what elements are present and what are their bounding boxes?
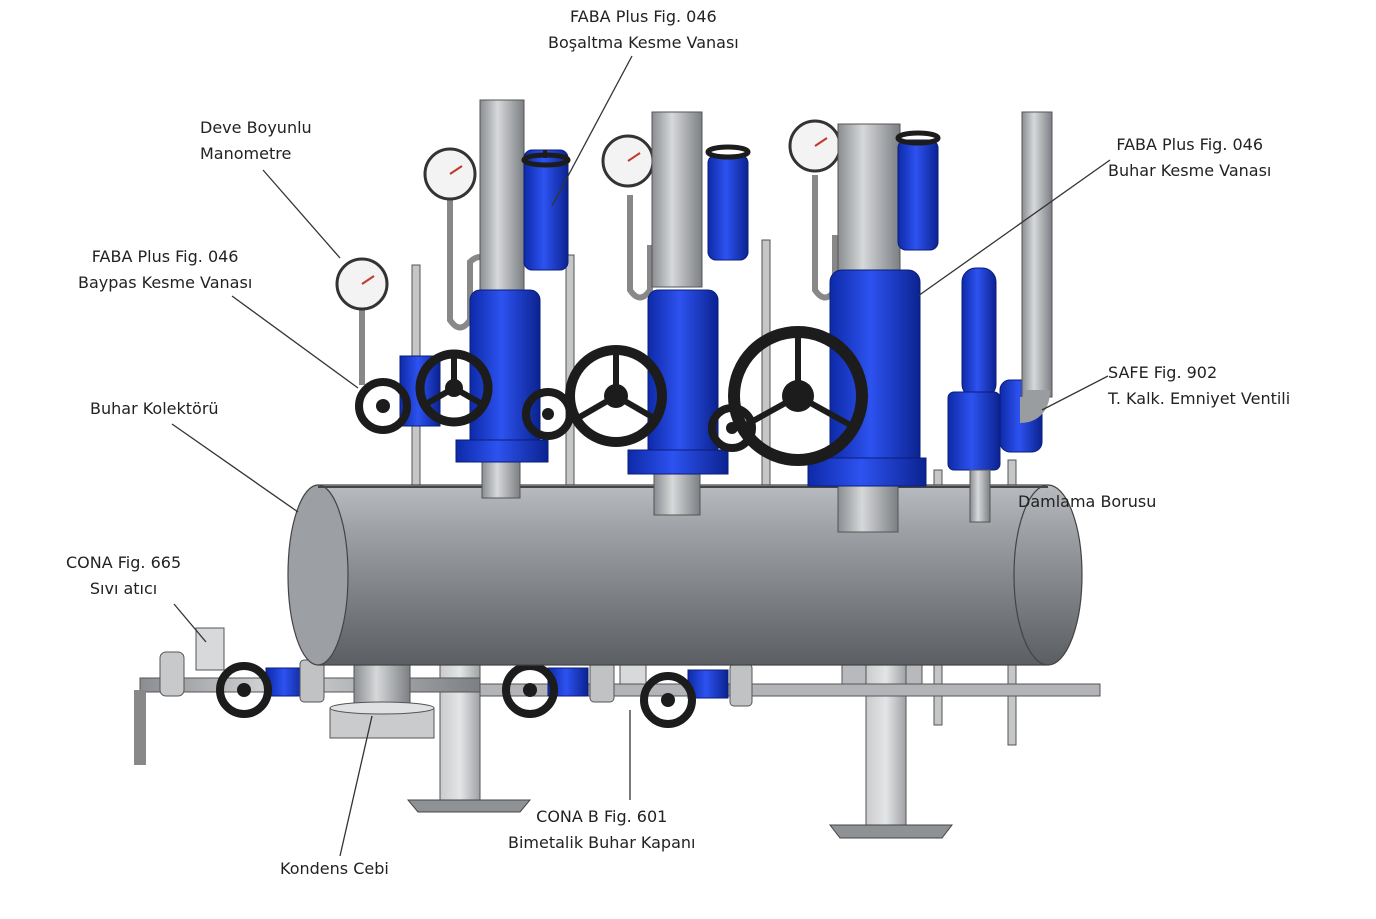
label-line: Bimetalik Buhar Kapanı xyxy=(508,833,696,852)
label-damlama-borusu: Damlama Borusu xyxy=(1018,489,1156,515)
drip-pipe xyxy=(1019,111,1053,423)
label-line: Deve Boyunlu xyxy=(200,118,312,137)
label-line: SAFE Fig. 902 xyxy=(1108,363,1218,382)
label-line: Kondens Cebi xyxy=(280,859,389,878)
label-line: Manometre xyxy=(200,144,292,163)
label-line: Buhar Kesme Vanası xyxy=(1108,161,1272,180)
label-line: T. Kalk. Emniyet Ventili xyxy=(1108,389,1291,408)
label-line: FABA Plus Fig. 046 xyxy=(1116,135,1264,154)
leader-lines xyxy=(171,55,1111,857)
label-cona-665: CONA Fig. 665 Sıvı atıcı xyxy=(66,550,181,602)
label-baypas-kesme-vanasi: FABA Plus Fig. 046 Baypas Kesme Vanası xyxy=(78,244,252,296)
label-safe-emniyet-ventili: SAFE Fig. 902 T. Kalk. Emniyet Ventili xyxy=(1108,360,1290,412)
label-line: FABA Plus Fig. 046 xyxy=(570,7,717,26)
handwheel-spokes xyxy=(424,334,854,429)
label-kondens-cebi: Kondens Cebi xyxy=(280,856,389,882)
label-line: CONA Fig. 665 xyxy=(66,553,182,572)
label-buhar-kesme-vanasi: FABA Plus Fig. 046 Buhar Kesme Vanası xyxy=(1108,132,1271,184)
label-line: Damlama Borusu xyxy=(1018,492,1157,511)
steam-header-tank xyxy=(287,484,1083,666)
valve-handwheels xyxy=(355,130,941,466)
label-bosaltma-kesme-vanasi: FABA Plus Fig. 046 Boşaltma Kesme Vanası xyxy=(548,4,739,56)
label-line: Buhar Kolektörü xyxy=(90,399,219,418)
label-line: Baypas Kesme Vanası xyxy=(78,273,253,292)
label-line: Boşaltma Kesme Vanası xyxy=(548,33,739,52)
label-line: Sıvı atıcı xyxy=(89,579,158,598)
label-line: FABA Plus Fig. 046 xyxy=(91,247,239,266)
label-buhar-kolektoru: Buhar Kolektörü xyxy=(90,396,219,422)
label-line: CONA B Fig. 601 xyxy=(536,807,668,826)
label-deve-boyunlu-manometre: Deve Boyunlu Manometre xyxy=(200,115,312,167)
pressure-gauges xyxy=(335,119,842,385)
label-cona-601: CONA B Fig. 601 Bimetalik Buhar Kapanı xyxy=(508,804,695,856)
